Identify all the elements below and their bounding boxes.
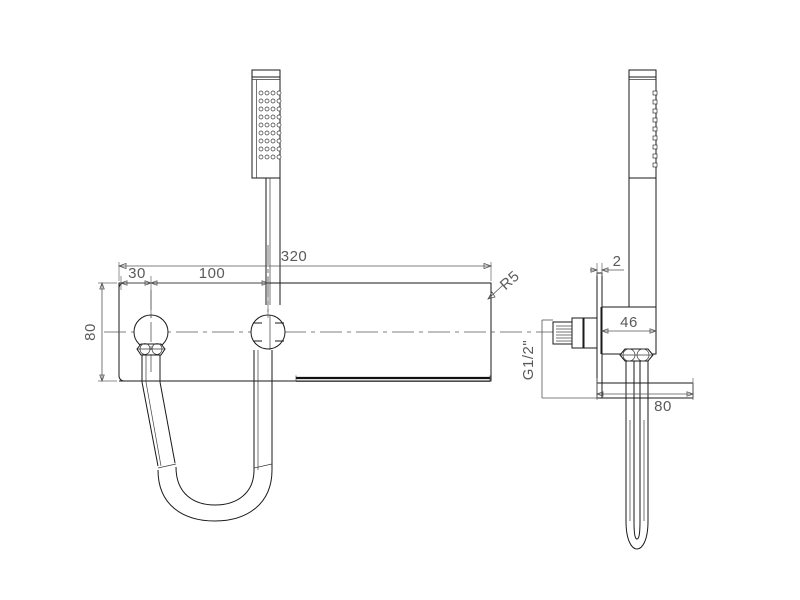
shower-handset-front [251,69,282,305]
dimension-label-80-height: 80 [82,323,99,341]
flexible-hose-side [625,361,649,550]
dimension-80-height: 80 [82,281,117,383]
dimension-label-100: 100 [199,265,226,282]
dimension-46: 46 [600,314,658,334]
spout-outlet [295,375,491,382]
dimension-30: 30 [119,265,153,318]
side-body-block [552,272,694,399]
diverter-outlet [250,314,286,350]
dimension-label-320: 320 [281,248,308,265]
dimension-label-R5: R5 [497,268,523,294]
dimension-label-2: 2 [613,253,622,270]
side-hex-nuts [619,348,654,362]
flexible-hose-front [141,350,273,522]
side-spray-holes [652,90,658,168]
dimension-100: 100 [149,265,270,318]
dimension-label-80-depth: 80 [654,398,672,415]
shower-handset-side [628,69,658,307]
front-view: 320 30 100 [82,69,560,522]
dimension-label-46: 46 [620,314,638,331]
dimension-2: 2 [590,253,624,276]
dimension-label-30: 30 [128,265,146,282]
threaded-inlet [552,317,597,349]
dimension-320: 320 [117,248,493,281]
dimension-G-half-inch: G1/2" [520,319,597,399]
dimension-80-depth: 80 [595,378,695,415]
spray-holes-grid [258,90,282,160]
dimension-label-G-half-inch: G1/2" [520,340,537,380]
dimension-R5: R5 [487,268,523,300]
side-view: 2 46 80 G1/ [520,69,695,550]
